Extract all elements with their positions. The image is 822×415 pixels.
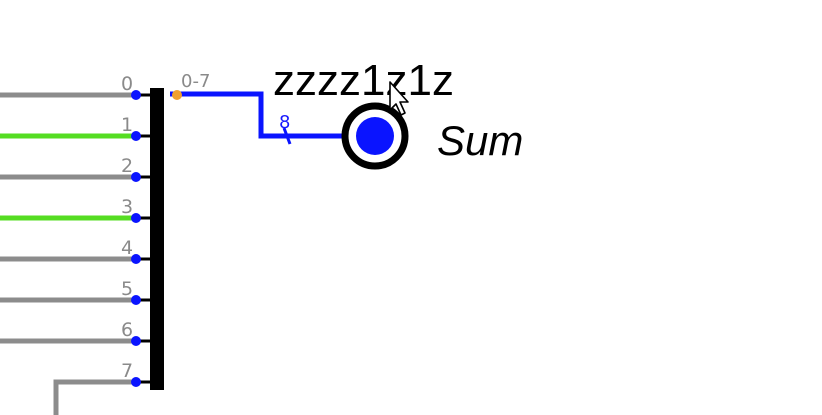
splitter-bit-label-7: 7 xyxy=(121,360,133,382)
output-pin-label: Sum xyxy=(437,117,523,164)
splitter-bar[interactable] xyxy=(150,88,164,390)
splitter-input-wires xyxy=(0,90,152,415)
output-pin-value-dot xyxy=(356,117,394,155)
splitter-output-junction xyxy=(172,90,182,100)
splitter-port-dot-bit-6[interactable] xyxy=(131,336,141,346)
bus-width-slash xyxy=(282,127,292,145)
splitter-port-dot-bit-7[interactable] xyxy=(131,377,141,387)
splitter-bit-label-5: 5 xyxy=(121,278,133,300)
splitter-bit-label-1: 1 xyxy=(121,114,133,136)
splitter-bit-label-6: 6 xyxy=(121,319,133,341)
splitter-bit-label-3: 3 xyxy=(121,196,133,218)
mouse-pointer-icon xyxy=(389,81,409,116)
splitter-bit-label-0: 0 xyxy=(121,73,133,95)
splitter-port-dot-bit-4[interactable] xyxy=(131,254,141,264)
splitter-port-dot-bit-3[interactable] xyxy=(131,213,141,223)
bus-width-label: 8 xyxy=(279,112,290,133)
bus-wire[interactable] xyxy=(170,91,346,139)
splitter-port-dot-bit-0[interactable] xyxy=(131,90,141,100)
splitter-port-dot-bit-1[interactable] xyxy=(131,131,141,141)
output-pin-value-text: zzzz1z1z xyxy=(273,56,454,105)
splitter-bit-label-2: 2 xyxy=(121,155,133,177)
splitter-port-dot-bit-2[interactable] xyxy=(131,172,141,182)
splitter-bit-labels: 0 1 2 3 4 5 6 7 xyxy=(121,73,133,382)
output-pin[interactable] xyxy=(341,102,409,170)
splitter-port-dot-bit-5[interactable] xyxy=(131,295,141,305)
splitter-range-label: 0-7 xyxy=(181,71,210,92)
splitter-bit-label-4: 4 xyxy=(121,237,133,259)
input-wire-bit-7[interactable] xyxy=(53,379,136,415)
